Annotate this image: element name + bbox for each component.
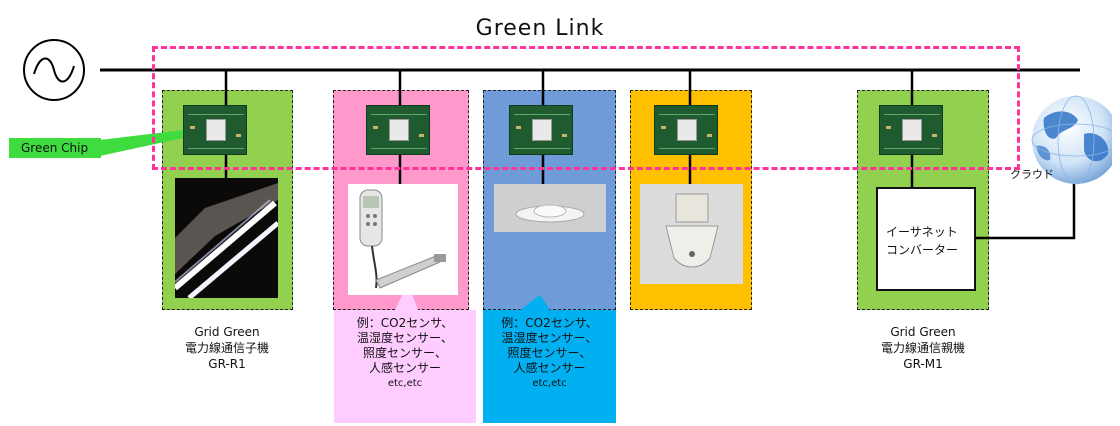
- master-caption: Grid Green 電力線通信親機 GR-M1: [848, 324, 998, 372]
- co2-meter-icon: [359, 189, 446, 289]
- cyan-callout-pointer: [520, 295, 550, 310]
- ethernet-converter-box: イーサネット コンバーター: [876, 187, 976, 291]
- slave-caption-brand: Grid Green: [194, 325, 260, 339]
- downlight-photo: [640, 184, 743, 284]
- fluorescent-light-photo: [175, 178, 278, 298]
- handheld-sensor-photo: [348, 184, 458, 295]
- ac-power-icon: [23, 39, 85, 101]
- callout-line: 照度センサー、: [507, 346, 592, 360]
- callout-line: 人感センサー: [368, 361, 441, 375]
- cyan-callout: 例：CO2センサ、 温湿度センサー、 照度センサー、 人感センサー etc,et…: [483, 310, 616, 423]
- slave-caption-model: GR-R1: [208, 357, 246, 371]
- master-caption-name: 電力線通信親機: [880, 341, 965, 355]
- converter-cloud-link: [976, 178, 1076, 240]
- chip-icon: [879, 105, 943, 155]
- callout-line: 人感センサー: [513, 361, 586, 375]
- chip-icon: [654, 105, 718, 155]
- pink-callout: 例：CO2センサ、 温湿度センサー、 照度センサー、 人感センサー etc,et…: [334, 310, 476, 423]
- callout-line: 例：CO2センサ、: [501, 316, 598, 330]
- converter-line-2: コンバーター: [886, 243, 959, 257]
- callout-line: 温湿度センサー、: [501, 331, 598, 345]
- callout-line: 温湿度センサー、: [357, 331, 453, 345]
- chip-icon: [183, 105, 247, 155]
- callout-line: 照度センサー、: [363, 346, 447, 360]
- callout-line: 例：CO2センサ、: [356, 316, 454, 330]
- master-caption-brand: Grid Green: [890, 325, 956, 339]
- slave-caption: Grid Green 電力線通信子機 GR-R1: [152, 324, 302, 372]
- chip-label-pointer: [100, 130, 183, 156]
- slave-caption-name: 電力線通信子機: [184, 341, 269, 355]
- downlight-icon: [665, 193, 719, 268]
- callout-line: etc,etc: [387, 378, 423, 389]
- green-link-boundary: [152, 46, 1020, 170]
- chip-icon: [366, 105, 430, 155]
- converter-line-1: イーサネット: [886, 225, 958, 239]
- master-caption-model: GR-M1: [903, 357, 943, 371]
- ceiling-sensor-icon: [515, 204, 585, 223]
- diagram-title: Green Link: [475, 16, 605, 41]
- globe-icon: [1031, 95, 1112, 185]
- cloud-label: クラウド: [1010, 168, 1054, 181]
- callout-line: etc,etc: [532, 378, 567, 389]
- green-chip-label: Green Chip: [9, 138, 101, 158]
- ceiling-sensor-photo: [494, 184, 606, 232]
- fluorescent-light-icon: [175, 183, 278, 298]
- chip-icon: [509, 105, 573, 155]
- pink-callout-pointer: [395, 283, 418, 310]
